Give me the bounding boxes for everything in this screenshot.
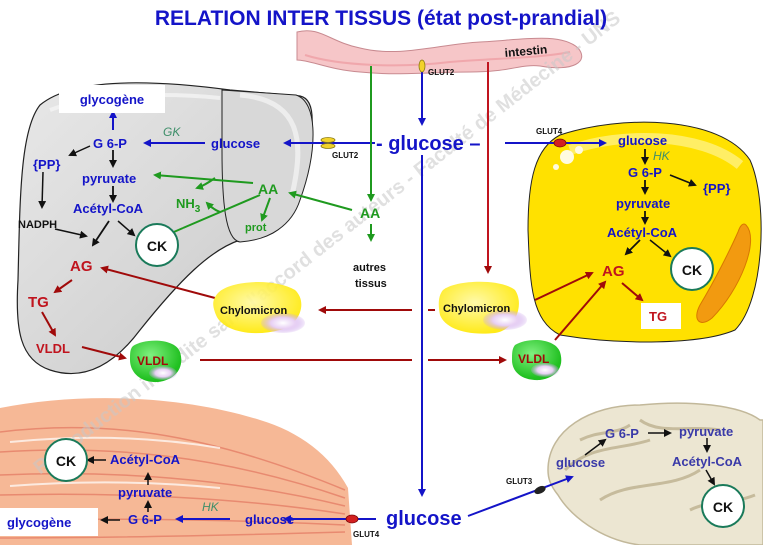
glut3-brain-transporter: GLUT3 (506, 477, 546, 495)
chylomicron-left-particle: Chylomicron (213, 282, 305, 334)
adipocyte-enzyme-hk: HK (653, 149, 671, 163)
liver-vldl: VLDL (36, 341, 70, 356)
muscle-pyruvate: pyruvate (118, 485, 172, 500)
liver-acetyl-coa: Acétyl-CoA (73, 201, 144, 216)
liver-enzyme-gk: GK (163, 125, 181, 139)
adipocyte-pyruvate: pyruvate (616, 196, 670, 211)
other-tissues-line2: tissus (355, 278, 387, 290)
adipocyte-ck-node: CK (670, 247, 714, 291)
muscle-glycogen-box (0, 508, 98, 536)
brain-metabolism: glucose G 6-P pyruvate Acétyl-CoA (556, 424, 743, 470)
muscle-acetyl-coa: Acétyl-CoA (110, 452, 181, 467)
blood-glucose-center: - glucose – (376, 133, 480, 155)
blood-amino-acids: AA (360, 205, 380, 221)
adipocyte-ck-label: CK (682, 262, 702, 278)
brain-pyruvate: pyruvate (679, 424, 733, 439)
brain-acetyl-coa: Acétyl-CoA (672, 454, 743, 469)
liver-metabolism: glycogène G 6-P glucose GK {PP} pyruvate… (18, 92, 278, 356)
glut2-intestine-transporter: GLUT2 (418, 59, 455, 77)
glut4-muscle-transporter: GLUT4 (345, 514, 380, 539)
liver-g6p: G 6-P (93, 136, 127, 151)
liver-glucose: glucose (211, 136, 260, 151)
muscle-enzyme-hk: HK (202, 500, 220, 514)
adipocyte-pp: {PP} (703, 181, 730, 196)
liver-nadph: NADPH (18, 219, 57, 231)
chylomicron-right-particle: Chylomicron (438, 281, 527, 334)
vldl-left-particle: VLDL (130, 340, 182, 383)
metabolic-arrows (38, 145, 715, 524)
blood-glucose-bottom: glucose (386, 508, 462, 530)
chylomicron-left-label: Chylomicron (220, 305, 288, 317)
adipocyte-metabolism: glucose HK G 6-P {PP} pyruvate Acétyl-Co… (602, 133, 730, 324)
muscle-glycogen: glycogène (7, 515, 71, 530)
liver-glycogen-box (59, 85, 165, 113)
vldl-right-particle: VLDL (512, 339, 562, 381)
muscle-g6p: G 6-P (128, 512, 162, 527)
chylomicron-right-label: Chylomicron (443, 303, 511, 315)
glut2-intestine-label: GLUT2 (428, 68, 455, 77)
brain-ck-node: CK (701, 484, 745, 528)
adipocyte-tg: TG (649, 309, 667, 324)
intestine-label: intestin (504, 42, 548, 60)
intestine (296, 30, 583, 75)
muscle-glucose: glucose (245, 512, 294, 527)
vldl-left-label: VLDL (137, 354, 168, 368)
adipocyte-acetyl-coa: Acétyl-CoA (607, 225, 678, 240)
liver-ag: AG (70, 258, 93, 275)
glut4-adipocyte-label: GLUT4 (536, 127, 563, 136)
vldl-right-label: VLDL (518, 352, 549, 366)
adipocyte-glucose: glucose (618, 133, 667, 148)
muscle-ck-node: CK (44, 438, 88, 482)
brain-ck-label: CK (713, 499, 733, 515)
glut4-adipocyte-transporter: GLUT4 (536, 127, 567, 148)
liver-glycogen: glycogène (80, 92, 144, 107)
page-title: RELATION INTER TISSUS (état post-prandia… (155, 7, 607, 30)
muscle-ck-label: CK (56, 453, 76, 469)
liver-tg: TG (28, 294, 49, 311)
liver-pyruvate: pyruvate (82, 171, 136, 186)
brain-g6p: G 6-P (605, 426, 639, 441)
glut2-liver-transporter: GLUT2 (320, 137, 359, 160)
adipocyte-g6p: G 6-P (628, 165, 662, 180)
liver-prot: prot (245, 222, 267, 234)
liver-ck-label: CK (147, 238, 167, 254)
lipid-pathways (41, 62, 644, 364)
adipocyte-ag: AG (602, 263, 625, 280)
glucose-pathways (109, 62, 607, 523)
liver-pp: {PP} (33, 157, 60, 172)
other-tissues-line1: autres (353, 262, 386, 274)
glut2-liver-label: GLUT2 (332, 151, 359, 160)
liver-ck-node: CK (135, 223, 179, 267)
liver-nh3: NH3 (176, 196, 201, 215)
glut3-brain-label: GLUT3 (506, 477, 533, 486)
liver-aa: AA (258, 181, 278, 197)
adipocyte-tg-box (641, 303, 681, 329)
glut4-muscle-label: GLUT4 (353, 530, 380, 539)
muscle-metabolism: Acétyl-CoA pyruvate HK G 6-P glucose gly… (7, 452, 294, 530)
brain-glucose: glucose (556, 455, 605, 470)
